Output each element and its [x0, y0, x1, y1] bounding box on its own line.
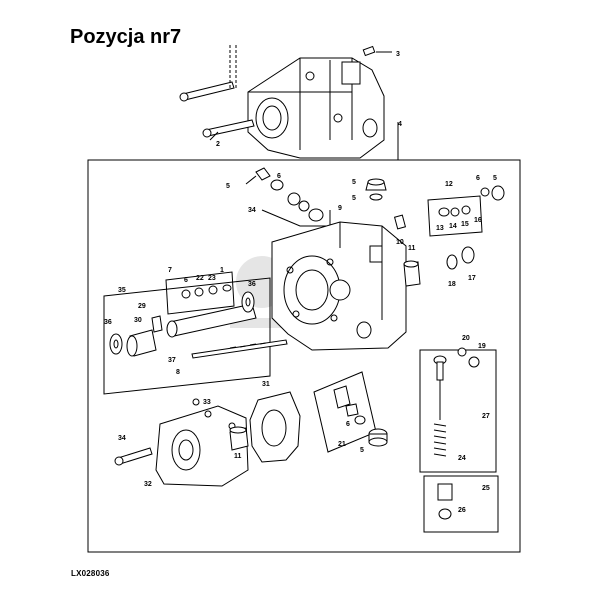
valve-body-part-9	[271, 214, 475, 351]
callout-11: 11	[234, 453, 242, 460]
callout-15: 15	[461, 221, 469, 228]
page-title: Pozycja nr7	[70, 26, 182, 48]
callout-13: 13	[436, 225, 444, 232]
callout-8: 8	[176, 369, 180, 376]
callout-18: 18	[448, 281, 456, 288]
callout-19: 19	[478, 343, 486, 350]
assembly-frame	[87, 159, 521, 553]
callout-23: 23	[208, 275, 216, 282]
callout-36: 36	[248, 281, 256, 288]
callout-20: 20	[462, 335, 470, 342]
callout-1: 1	[220, 267, 224, 274]
callout-12: 12	[445, 181, 453, 188]
callout-37: 37	[168, 357, 176, 364]
part-28-cartridge	[245, 167, 331, 227]
gasket-part-31	[249, 391, 301, 463]
callout-labels: 3 4 2 5 6 34 5 5 9 10 11 12 6 5 13 14 15…	[104, 51, 497, 514]
valve-cap-top	[365, 178, 387, 201]
callout-6: 6	[277, 173, 281, 180]
callout-31: 31	[262, 381, 270, 388]
callout-3: 3	[396, 51, 400, 58]
callout-21: 21	[338, 441, 346, 448]
pump-assembly-top	[179, 45, 399, 160]
callout-11: 11	[408, 245, 416, 252]
callout-25: 25	[482, 485, 490, 492]
callout-5: 5	[226, 183, 230, 190]
callout-2: 2	[216, 141, 220, 148]
callout-14: 14	[449, 223, 457, 230]
part-7-group	[165, 271, 235, 315]
callout-30: 30	[134, 317, 142, 324]
callout-4: 4	[398, 121, 402, 128]
end-cover-part-32	[114, 398, 249, 487]
callout-24: 24	[458, 455, 466, 462]
callout-26: 26	[458, 507, 466, 514]
callout-29: 29	[138, 303, 146, 310]
part-21-assembly	[313, 371, 388, 453]
callout-5: 5	[360, 447, 364, 454]
callout-5: 5	[352, 179, 356, 186]
callout-22: 22	[196, 275, 204, 282]
callout-10: 10	[396, 239, 404, 246]
callout-9: 9	[338, 205, 342, 212]
figure-code: LX028036	[71, 569, 110, 578]
callout-33: 33	[203, 399, 211, 406]
callout-36: 36	[104, 319, 112, 326]
callout-16: 16	[474, 217, 482, 224]
callout-6: 6	[476, 175, 480, 182]
callout-5: 5	[352, 195, 356, 202]
part-27-assembly	[419, 347, 499, 533]
callout-34: 34	[118, 435, 126, 442]
callout-5: 5	[493, 175, 497, 182]
callout-32: 32	[144, 481, 152, 488]
drive-shaft-group	[103, 277, 288, 395]
callout-35: 35	[118, 287, 126, 294]
part-12-group	[427, 185, 505, 237]
callout-28: 34	[248, 207, 256, 214]
callout-6: 6	[346, 421, 350, 428]
callout-17: 17	[468, 275, 476, 282]
callout-27: 27	[482, 413, 490, 420]
callout-6: 6	[184, 277, 188, 284]
callout-7: 7	[168, 267, 172, 274]
